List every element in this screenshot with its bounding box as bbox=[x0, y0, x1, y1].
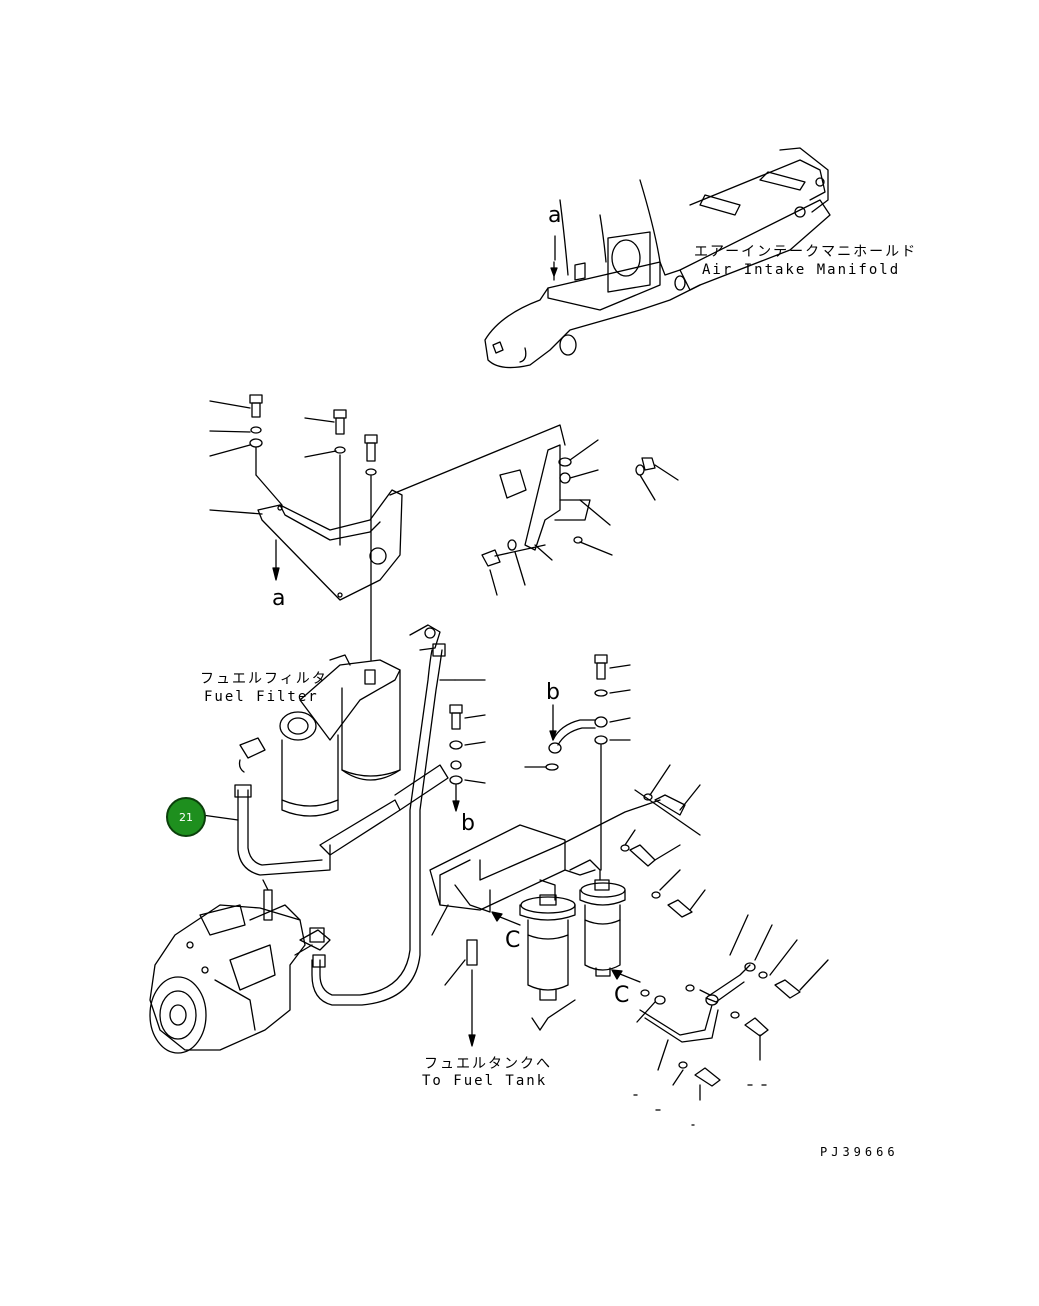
upper-bolts bbox=[209, 394, 378, 661]
ref-letter-a-bottom: a bbox=[272, 586, 286, 611]
ref-letter-a-top: a bbox=[548, 203, 562, 228]
right-bracket bbox=[481, 439, 679, 596]
ref-letter-c-right: C bbox=[614, 983, 630, 1008]
ref-letter-c-left: C bbox=[505, 928, 521, 953]
fuel-filter-label-en: Fuel Filter bbox=[204, 689, 319, 705]
fuel-filter bbox=[238, 624, 441, 817]
air-intake-manifold bbox=[484, 147, 831, 369]
water-separator bbox=[429, 789, 701, 1047]
fuel-tank-label-jp: フュエルタンクへ bbox=[424, 1056, 552, 1072]
fuel-tank-label-en: To Fuel Tank bbox=[422, 1073, 548, 1089]
filter-bracket bbox=[257, 424, 566, 601]
right-filter-bolts bbox=[548, 654, 631, 871]
drawing-id: PJ39666 bbox=[820, 1145, 899, 1159]
right-pipes bbox=[620, 764, 829, 1126]
fuel-hoses bbox=[234, 643, 486, 1006]
callout-leader-line bbox=[201, 814, 239, 821]
part-callout-21[interactable]: 21 bbox=[166, 797, 206, 837]
middle-bolts bbox=[449, 704, 559, 812]
ref-letter-b-top: b bbox=[546, 680, 560, 705]
injection-pump bbox=[149, 879, 331, 1054]
ref-letter-b-bottom: b bbox=[461, 811, 475, 836]
air-intake-label-jp: エアーインテークマニホールド bbox=[694, 244, 918, 260]
air-intake-label-en: Air Intake Manifold bbox=[702, 262, 901, 278]
fuel-filter-label-jp: フュエルフィルタ bbox=[200, 671, 328, 687]
